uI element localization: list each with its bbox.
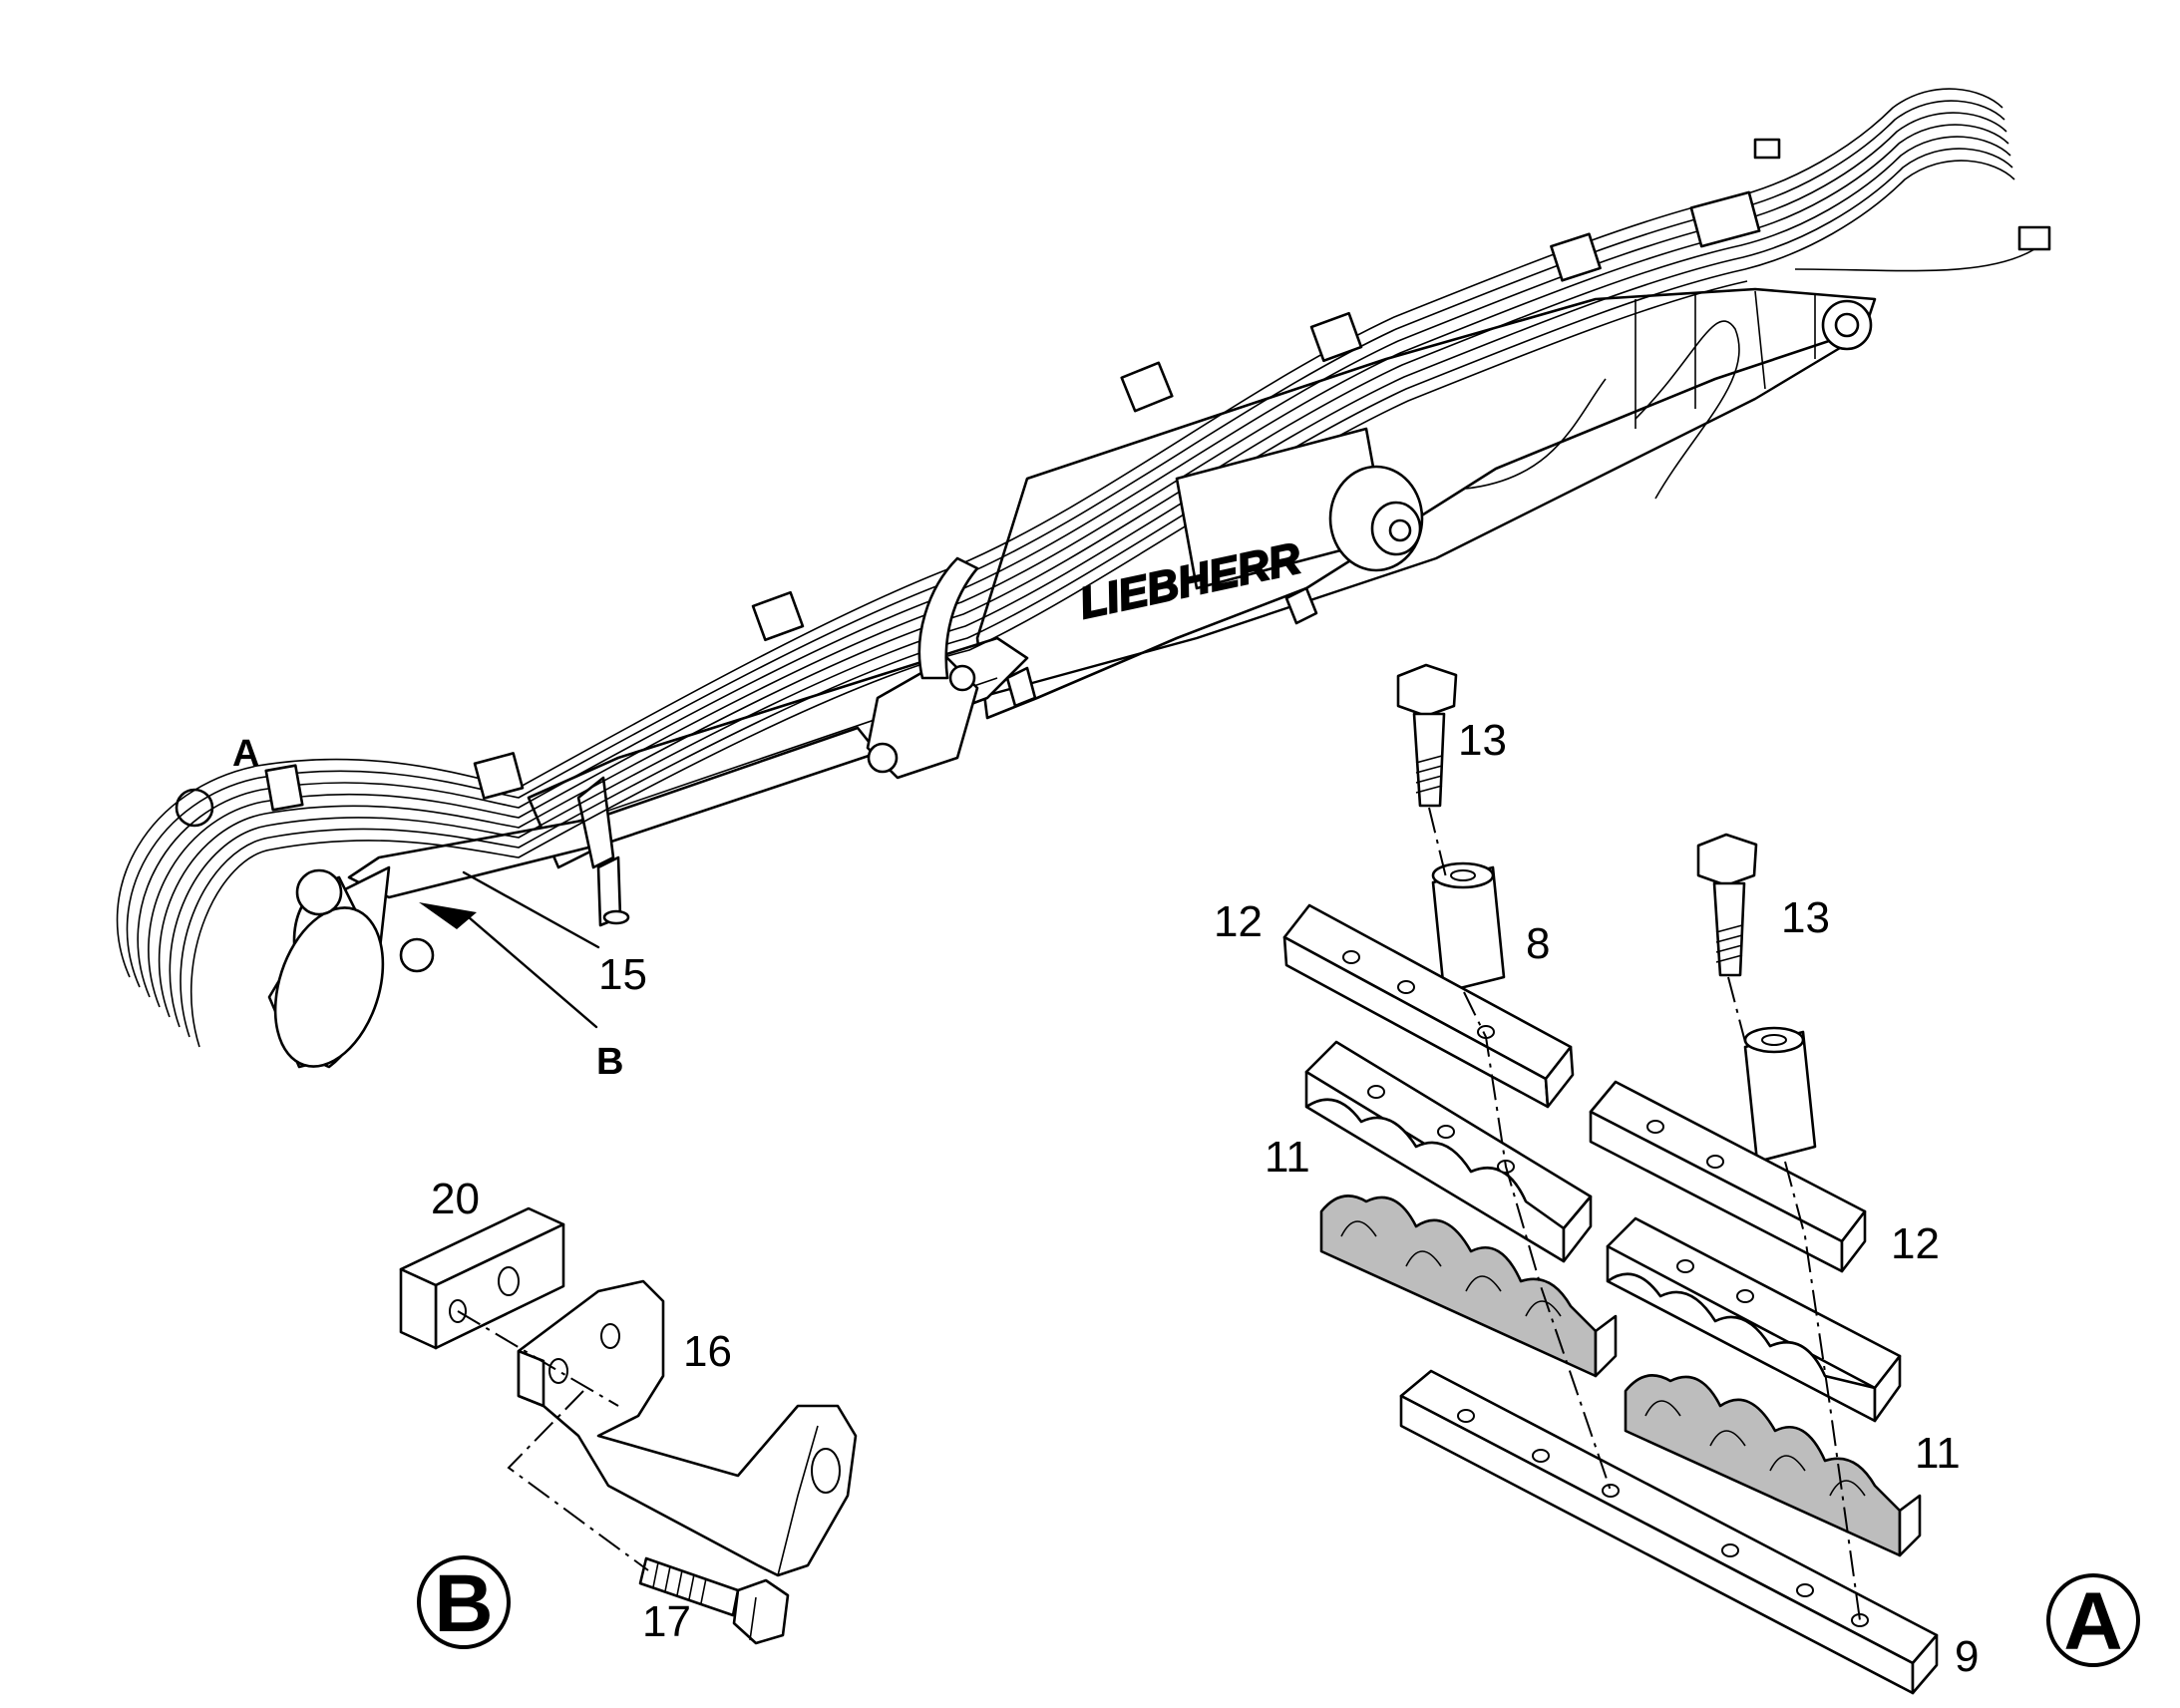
callout-9: 9: [1955, 1632, 1979, 1681]
detail-badge-a-letter: A: [2063, 1576, 2122, 1667]
callout-13-right: 13: [1781, 893, 1830, 942]
bolt-17: [638, 1556, 790, 1645]
callout-12-right: 12: [1891, 1219, 1940, 1268]
clamp-half-lower-right: [1624, 1374, 1922, 1557]
callout-16: 16: [683, 1327, 732, 1376]
detail-a-reference: A: [232, 733, 259, 775]
clamp-half-lower-left: [1319, 1195, 1618, 1378]
callout-13-left: 13: [1458, 716, 1507, 765]
clamp-half-11-right: [1606, 1216, 1902, 1423]
leader-line-15: [462, 870, 600, 949]
plate-12-right: [1589, 1080, 1867, 1273]
callout-8: 8: [1526, 919, 1550, 968]
clamp-half-11-upper: [1304, 1040, 1593, 1263]
bolt-13-right: [1696, 833, 1758, 977]
sleeve-8-left: [1431, 861, 1506, 994]
bolt-13-left: [1396, 663, 1458, 808]
detail-b-assembly: [399, 1206, 858, 1645]
callout-17: 17: [642, 1597, 691, 1646]
bracket-16: [517, 1279, 858, 1577]
callout-12-upper: 12: [1214, 897, 1263, 946]
hose-clamps-on-boom: [264, 190, 1761, 812]
plate-9-bottom: [1399, 1369, 1939, 1695]
hose-bundle: [116, 88, 2015, 1048]
plate-12-upper: [1282, 903, 1575, 1109]
detail-b-reference: B: [596, 1041, 623, 1083]
leader-line-b: [467, 915, 598, 1029]
detail-a-assembly: [1282, 663, 1939, 1695]
callout-15: 15: [598, 950, 647, 999]
callout-11-left: 11: [1265, 1133, 1310, 1182]
callout-11-right: 11: [1915, 1429, 1961, 1478]
detail-badge-b-letter: B: [434, 1558, 493, 1649]
callout-20: 20: [431, 1175, 480, 1223]
boom-assembly: LIEBHERR: [116, 88, 2051, 1069]
sleeve-right: [1743, 1026, 1817, 1164]
spacer-block-20: [399, 1206, 565, 1350]
arrow-head-b: [419, 902, 477, 929]
detail-badge-b: B: [417, 1555, 511, 1649]
detail-badge-a: A: [2046, 1573, 2140, 1667]
